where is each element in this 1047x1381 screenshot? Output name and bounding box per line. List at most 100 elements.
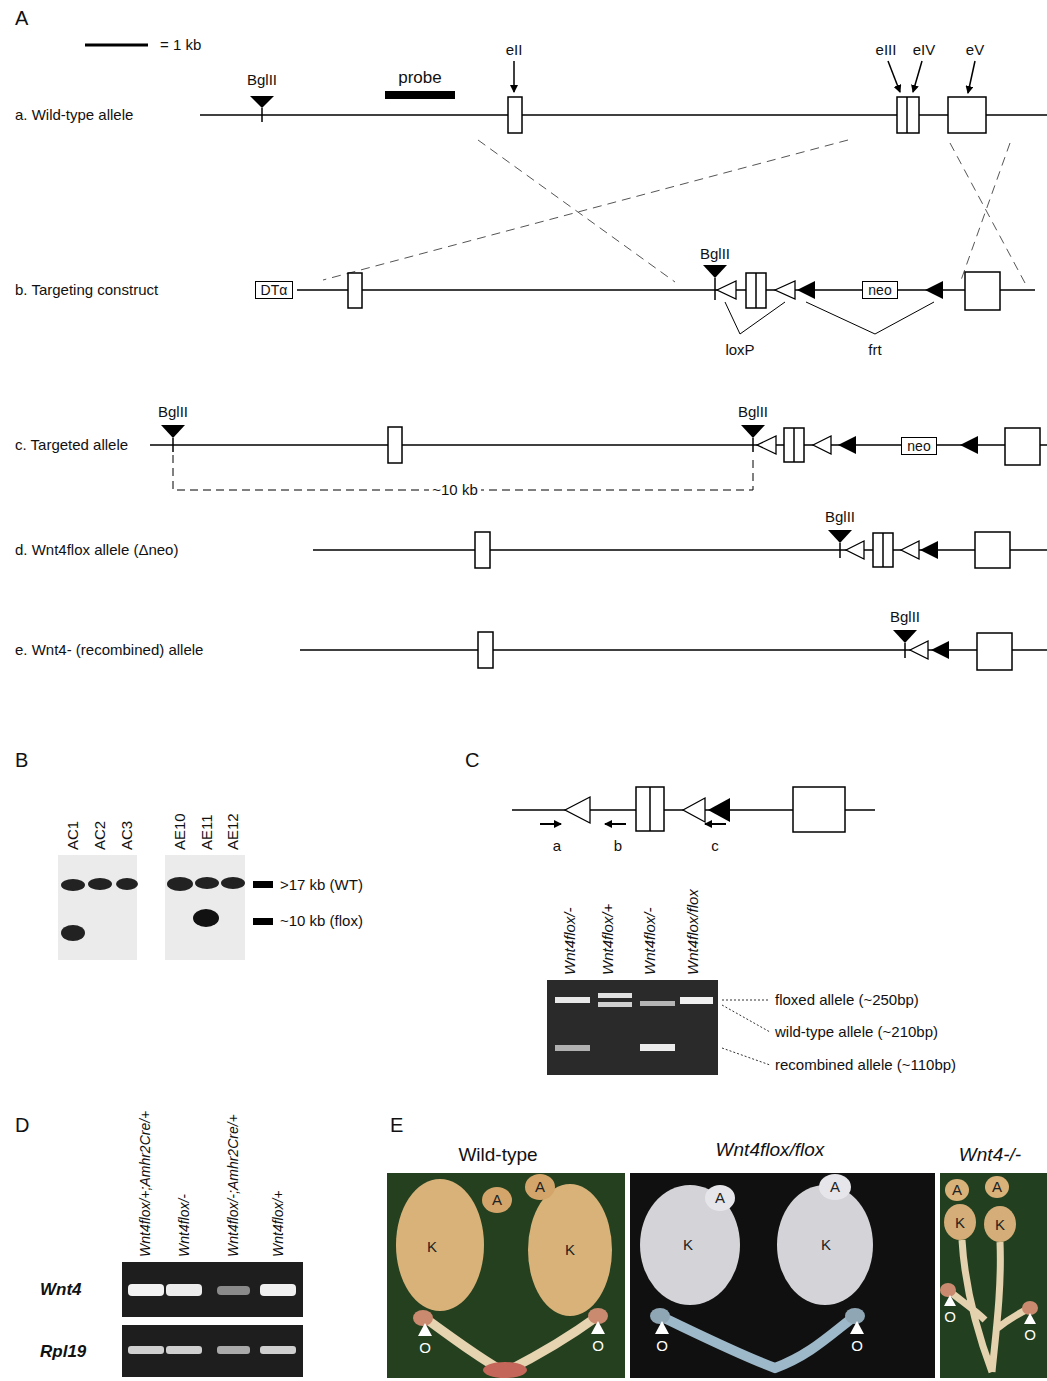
primer-arrow [705, 823, 726, 825]
organ-label: A [992, 1178, 1002, 1195]
site-label: loxP [725, 341, 754, 358]
band-label: recombined allele (~110bp) [775, 1056, 956, 1073]
frt-site [838, 436, 856, 454]
lane-label: AC3 [118, 821, 135, 850]
bglii-tick [904, 643, 906, 658]
size-label: >17 kb (WT) [280, 876, 363, 893]
primer-arrow [540, 823, 561, 825]
panel-letter: E [390, 1114, 403, 1137]
exon-divider [906, 97, 908, 133]
band-label: floxed allele (~250bp) [775, 991, 919, 1008]
bglii-marker [741, 425, 765, 438]
row-label: c. Targeted allele [15, 436, 128, 453]
gel-band [640, 1001, 675, 1006]
gene-label: Rpl19 [40, 1342, 86, 1362]
arrowhead [1024, 1313, 1036, 1324]
gel-image [122, 1325, 303, 1377]
adrenal [945, 1179, 969, 1201]
frt-site [931, 641, 949, 659]
exon-box [1005, 428, 1040, 465]
panel-letter: C [465, 749, 479, 772]
adrenal [705, 1185, 735, 1211]
organ-label: O [944, 1308, 956, 1325]
blot-band [116, 878, 138, 890]
arrowhead [655, 1321, 669, 1334]
gel-band [640, 1044, 675, 1051]
homology-line [478, 140, 675, 282]
dna-line [200, 114, 1047, 116]
leader-line [722, 1000, 770, 1001]
kidney [777, 1185, 873, 1305]
loxp-site [846, 541, 864, 559]
site-label: BglII [700, 245, 730, 262]
primer-label: c [711, 837, 719, 854]
adrenal [819, 1174, 851, 1200]
exon-pointer [913, 61, 922, 92]
kidney [944, 1204, 976, 1240]
gel-band [598, 993, 632, 998]
site-label: BglII [247, 71, 277, 88]
cassette-box: neo [862, 281, 897, 300]
gel-band [166, 1346, 202, 1354]
gel-band [555, 1045, 590, 1051]
size-label: ~10 kb (flox) [280, 912, 363, 929]
exon-pointer [513, 61, 515, 92]
frt-site [708, 798, 730, 822]
cassette-name: neo [868, 282, 891, 299]
blot-image [165, 855, 245, 960]
reproductive-tract [948, 1240, 1030, 1372]
organ-label: K [565, 1241, 575, 1258]
organ-label: O [656, 1337, 668, 1354]
blot-image [58, 855, 137, 960]
exon-label: eV [966, 41, 984, 58]
lane-label: Wnt4flox/flox [684, 889, 701, 975]
lane-label: Wnt4flox/- [176, 1194, 192, 1257]
exon-box [508, 97, 522, 133]
organ-label: A [492, 1191, 502, 1208]
homology-line [960, 143, 1010, 283]
exon-box [784, 428, 804, 462]
panel-letter: D [15, 1114, 29, 1137]
kidney [640, 1185, 740, 1305]
adrenal [525, 1174, 555, 1200]
row-label: b. Targeting construct [15, 281, 158, 298]
organ-label: K [955, 1214, 965, 1231]
site-label: BglII [825, 508, 855, 525]
cassette-name: DTα [261, 282, 288, 299]
organ-label: A [715, 1189, 725, 1206]
loxp-bracket [725, 302, 785, 334]
gel-band [598, 1002, 632, 1007]
frt-bracket [806, 302, 934, 334]
bglii-tick [839, 543, 841, 558]
bglii-marker [703, 265, 727, 278]
ovary [1022, 1301, 1038, 1315]
ovary [650, 1308, 670, 1324]
frt-site [797, 281, 815, 299]
bglii-tick [172, 438, 174, 452]
lane-label: AE10 [171, 813, 188, 850]
lane-label: AC1 [64, 821, 81, 850]
lane-label: Wnt4flox/+;Amhr2Cre/+ [137, 1111, 153, 1257]
exon-label: eII [506, 41, 523, 58]
exon-box [965, 272, 1000, 310]
loxp-site [757, 436, 776, 454]
genotype-title: Wnt4flox/flox [716, 1139, 825, 1161]
gel-band [217, 1346, 250, 1354]
gel-band [128, 1284, 164, 1296]
organ-label: O [419, 1339, 431, 1356]
organ-label: K [683, 1236, 693, 1253]
arrowhead [591, 1321, 605, 1334]
kidney [396, 1179, 484, 1311]
bglii-marker [161, 425, 185, 438]
gel-image [122, 1262, 303, 1317]
exon-box [975, 532, 1010, 568]
leader-line [722, 1005, 770, 1032]
bglii-tick [752, 438, 754, 452]
organ-label: O [851, 1337, 863, 1354]
gene-label: Wnt4 [40, 1280, 82, 1300]
adrenal [985, 1176, 1009, 1198]
gel-image [547, 980, 718, 1075]
gel-band [217, 1286, 250, 1295]
arrowhead [850, 1321, 864, 1334]
